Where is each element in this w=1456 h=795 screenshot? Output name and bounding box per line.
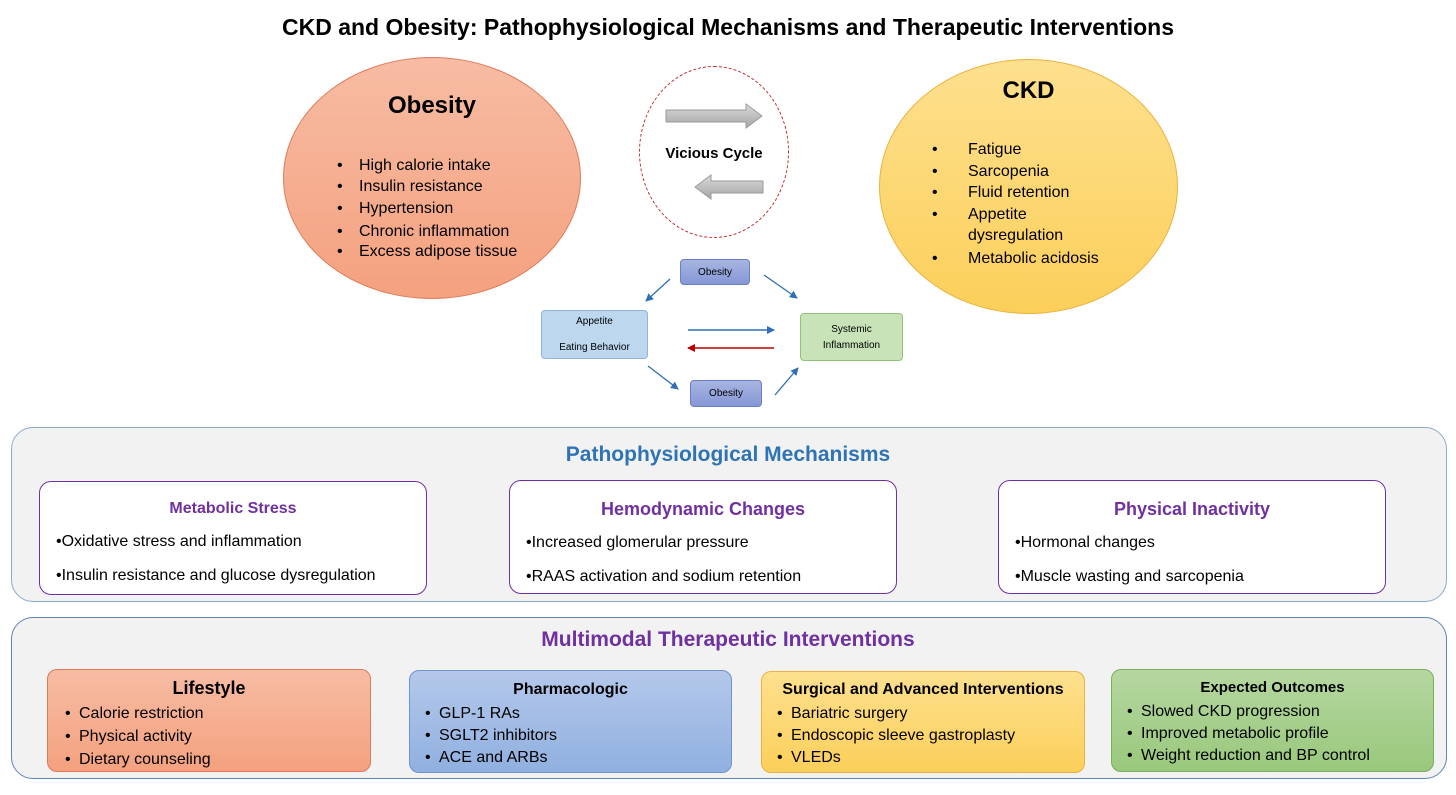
list-item: Metabolic acidosis <box>932 248 1132 270</box>
list-item: Physical activity <box>65 726 211 748</box>
arrow-top-to-right <box>763 274 798 299</box>
list-item: Calorie restriction <box>65 703 211 725</box>
mechanism-item: •Oxidative stress and inflammation <box>56 533 302 550</box>
flow-box-appetite: Appetite Eating Behavior <box>541 310 648 359</box>
list-item: Bariatric surgery <box>777 703 1015 725</box>
therapy-card-outcomes: Expected Outcomes Slowed CKD progression… <box>1111 669 1434 772</box>
therapy-card-title: Surgical and Advanced Interventions <box>782 681 1064 698</box>
list-item: Weight reduction and BP control <box>1127 745 1370 767</box>
therapy-card-pharmacologic: Pharmacologic GLP-1 RAs SGLT2 inhibitors… <box>409 670 732 773</box>
arrow-top-to-left <box>645 278 671 302</box>
list-item: Appetite dysregulation <box>932 204 1082 247</box>
mechanisms-title: Pathophysiological Mechanisms <box>565 443 891 466</box>
arrow-bottom-to-right <box>774 367 799 396</box>
therapy-list: Slowed CKD progression Improved metaboli… <box>1127 701 1370 767</box>
list-item: VLEDs <box>777 747 1015 769</box>
list-item: Endoscopic sleeve gastroplasty <box>777 725 1015 747</box>
list-item: High calorie intake <box>337 155 517 177</box>
therapy-list: Calorie restriction Physical activity Di… <box>65 703 211 771</box>
flow-box-obesity-bottom: Obesity <box>690 380 762 407</box>
list-item: Slowed CKD progression <box>1127 701 1370 723</box>
flow-box-label: Obesity <box>709 388 743 399</box>
mechanism-card-title: Hemodynamic Changes <box>600 499 806 519</box>
flow-box-label: Obesity <box>698 266 732 278</box>
flow-box-label: Inflammation <box>822 339 881 351</box>
therapy-list: Bariatric surgery Endoscopic sleeve gast… <box>777 703 1015 769</box>
flow-box-inflammation: Systemic Inflammation <box>800 313 903 361</box>
flow-box-label: Appetite <box>576 316 613 327</box>
mechanism-card-metabolic-stress: Metabolic Stress •Oxidative stress and i… <box>39 481 427 595</box>
therapeutics-title: Multimodal Therapeutic Interventions <box>541 628 915 651</box>
list-item: Sarcopenia <box>932 161 1132 183</box>
list-item: Excess adipose tissue <box>337 241 517 263</box>
mechanism-item: •RAAS activation and sodium retention <box>526 568 802 585</box>
flow-box-label: Eating Behavior <box>559 342 630 353</box>
obesity-title: Obesity <box>387 92 477 119</box>
list-item: Hypertension <box>337 198 517 220</box>
list-item: Dietary counseling <box>65 749 211 771</box>
mechanism-item: •Increased glomerular pressure <box>526 534 749 551</box>
list-item: GLP-1 RAs <box>425 703 557 725</box>
therapy-list: GLP-1 RAs SGLT2 inhibitors ACE and ARBs <box>425 703 557 769</box>
ckd-title: CKD <box>1002 77 1055 104</box>
page-title: CKD and Obesity: Pathophysiological Mech… <box>281 14 1175 40</box>
mechanism-card-physical-inactivity: Physical Inactivity •Hormonal changes •M… <box>998 480 1386 594</box>
obesity-list: High calorie intake Insulin resistance H… <box>337 155 517 263</box>
ckd-list: Fatigue Sarcopenia Fluid retention Appet… <box>932 139 1132 269</box>
therapy-card-title: Pharmacologic <box>513 681 628 698</box>
mechanism-card-hemodynamic: Hemodynamic Changes •Increased glomerula… <box>509 480 897 594</box>
list-item: Chronic inflammation <box>337 221 517 243</box>
mechanism-item: •Muscle wasting and sarcopenia <box>1015 568 1244 585</box>
vicious-cycle-ellipse <box>639 66 789 238</box>
flow-box-label: Systemic <box>831 323 872 335</box>
arrow-left-to-bottom <box>647 365 679 390</box>
mechanism-card-title: Metabolic Stress <box>169 500 297 517</box>
therapy-card-surgical: Surgical and Advanced Interventions Bari… <box>761 671 1085 773</box>
therapy-card-lifestyle: Lifestyle Calorie restriction Physical a… <box>47 669 371 772</box>
therapy-card-title: Expected Outcomes <box>1200 679 1345 696</box>
mechanism-item: •Insulin resistance and glucose dysregul… <box>56 567 376 584</box>
list-item: Fatigue <box>932 139 1132 161</box>
list-item: ACE and ARBs <box>425 747 557 769</box>
mechanism-item: •Hormonal changes <box>1015 534 1155 551</box>
list-item: Fluid retention <box>932 182 1132 204</box>
list-item: Improved metabolic profile <box>1127 723 1370 745</box>
therapy-card-title: Lifestyle <box>172 678 246 698</box>
list-item: Insulin resistance <box>337 176 517 198</box>
vicious-cycle-label: Vicious Cycle <box>665 145 763 162</box>
mechanism-card-title: Physical Inactivity <box>1113 499 1271 519</box>
flow-box-obesity-top: Obesity <box>680 259 750 285</box>
list-item: SGLT2 inhibitors <box>425 725 557 747</box>
